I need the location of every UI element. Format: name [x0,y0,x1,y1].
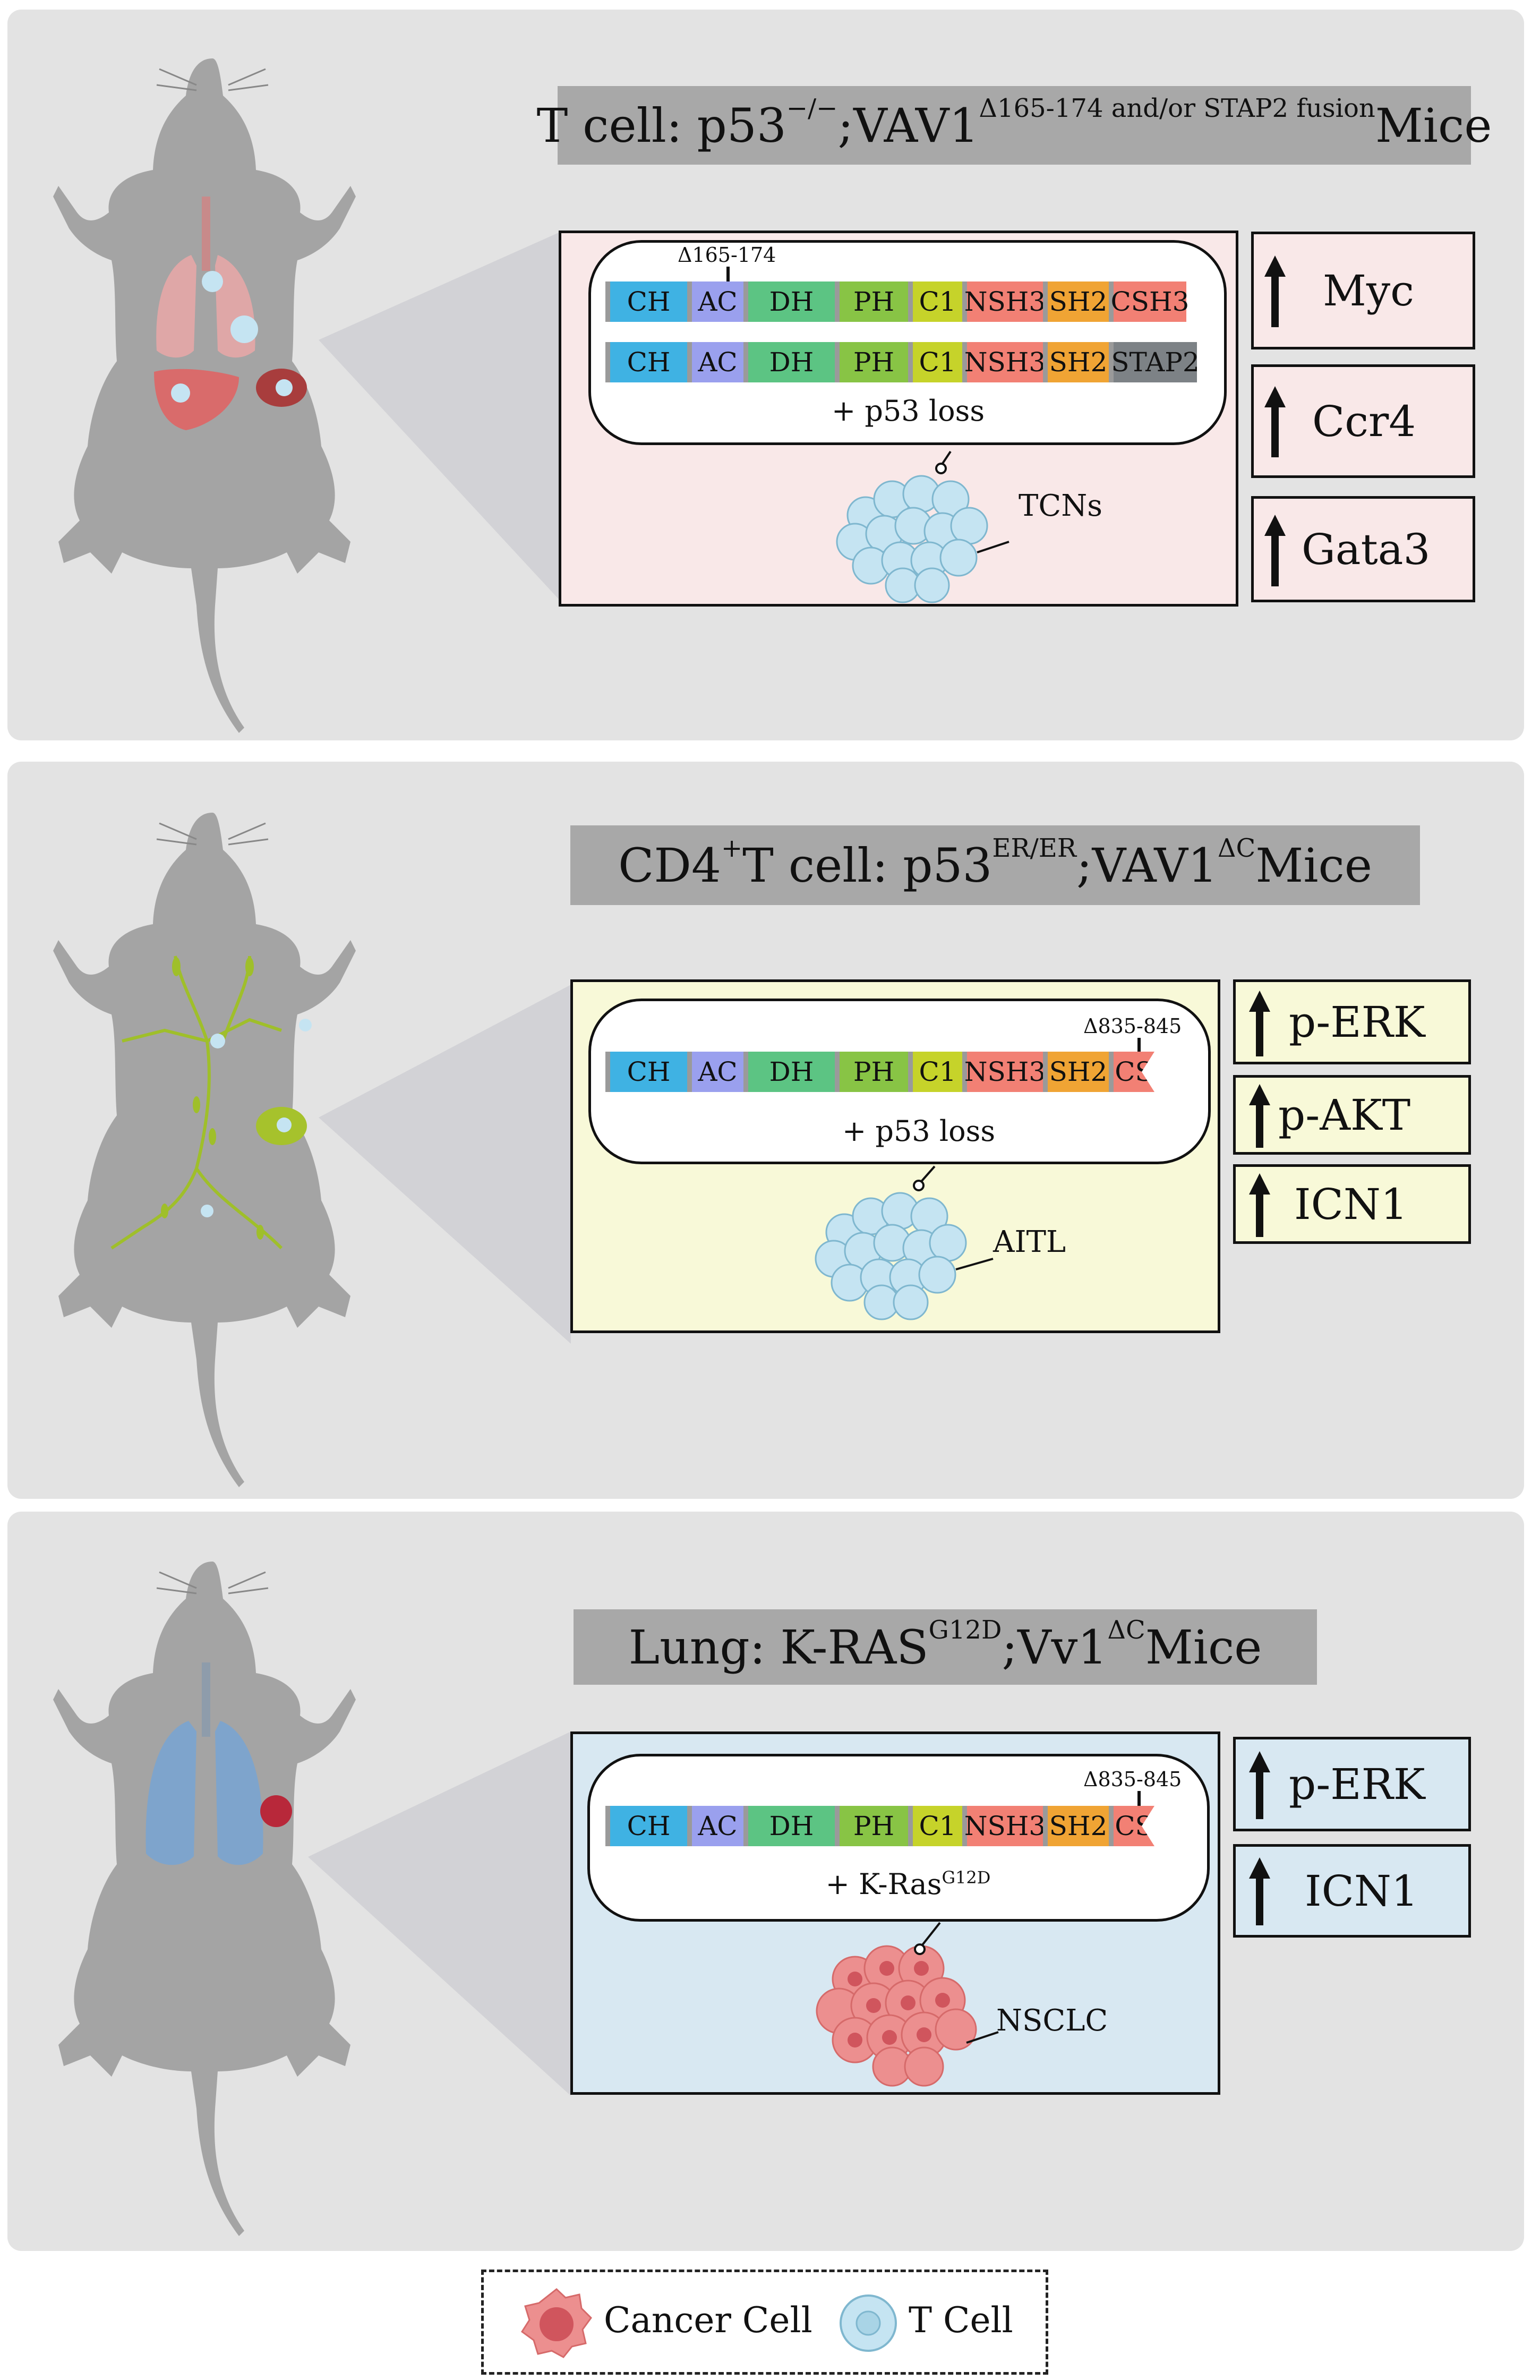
mouse-silhouette-2 [53,813,356,1487]
marker-p-erk-2: p-ERK [1233,979,1471,1064]
marker-icn1-label: ICN1 [1294,1179,1408,1229]
vav1-bar-dc-2: CH AC DH PH C1 NSH3 SH2 CS [605,1052,1154,1092]
domain-cs-truncated: CS [1109,1052,1154,1092]
domain-ch: CH [605,281,687,322]
marker-gata3: Gata3 [1251,496,1475,602]
marker-myc-label: Myc [1323,266,1414,315]
up-arrow-icon [1254,367,1302,475]
up-arrow-icon [1236,1078,1284,1152]
up-arrow-icon [1236,1739,1284,1829]
domain-ch: CH [605,1806,687,1846]
marker-p-erk-label: p-ERK [1289,997,1425,1047]
pill-text-1: + p53 loss [831,394,985,428]
domain-c1: C1 [908,1806,962,1846]
projection-wedge-1 [319,233,559,599]
domain-ac: AC [687,1806,743,1846]
marker-p-erk-label: p-ERK [1289,1759,1425,1809]
domain-ch: CH [605,1052,687,1092]
domain-sh2: SH2 [1043,1052,1109,1092]
tcell-cluster-1 [836,450,1009,603]
deletion-label-2: Δ835-845 [1083,1014,1182,1038]
marker-p-akt-2: p-AKT [1233,1075,1471,1155]
deletion-tick-2 [1137,1038,1141,1056]
marker-icn1-3: ICN1 [1233,1844,1471,1938]
vav1-bar-dc-3: CH AC DH PH C1 NSH3 SH2 CS [605,1806,1154,1846]
projection-wedge-3 [308,1731,571,2096]
deletion-label-1: Δ165-174 [678,243,776,267]
domain-ph: PH [835,1806,908,1846]
domain-c1: C1 [908,1052,962,1092]
vav1-bar-deletion: CH AC DH PH C1 NSH3 SH2 CSH3 [605,281,1189,322]
domain-nsh3: NSH3 [962,1806,1046,1846]
marker-icn1-label: ICN1 [1305,1866,1418,1916]
marker-ccr4-label: Ccr4 [1312,396,1416,446]
domain-ph: PH [835,281,908,322]
domain-ac: AC [687,1052,743,1092]
domain-nsh3: NSH3 [962,281,1046,322]
domain-cs-truncated: CS [1109,1806,1154,1846]
domain-ch: CH [605,342,687,382]
up-arrow-icon [1236,1167,1284,1241]
pill-text-2: + p53 loss [842,1114,996,1148]
domain-ac: AC [687,281,743,322]
up-arrow-icon [1236,1847,1284,1935]
domain-dh: DH [743,342,835,382]
domain-sh2: SH2 [1043,342,1109,382]
legend-cancer-cell-label: Cancer Cell [604,2300,812,2341]
tcell-cluster-2 [815,1165,994,1320]
t-cell-icon [840,2294,897,2352]
pill-text-3: + K-RasG12D [825,1867,991,1901]
up-arrow-icon [1254,234,1302,347]
cluster-label-aitl: AITL [993,1225,1066,1259]
marker-ccr4: Ccr4 [1251,364,1475,478]
domain-c1: C1 [908,281,962,322]
legend: Cancer Cell T Cell [481,2270,1048,2375]
domain-ph: PH [835,342,908,382]
marker-gata3-label: Gata3 [1302,524,1431,574]
deletion-label-3: Δ835-845 [1083,1768,1182,1791]
domain-c1: C1 [908,342,962,382]
domain-ac: AC [687,342,743,382]
deletion-tick-3 [1137,1791,1141,1809]
domain-dh: DH [743,1052,835,1092]
marker-p-erk-3: p-ERK [1233,1737,1471,1831]
vav1-bar-stap2: CH AC DH PH C1 NSH3 SH2 STAP2 [605,342,1200,382]
domain-nsh3: NSH3 [962,342,1046,382]
legend-t-cell-label: T Cell [909,2300,1013,2341]
domain-nsh3: NSH3 [962,1052,1046,1092]
domain-dh: DH [743,1806,835,1846]
cluster-label-nsclc: NSCLC [996,2003,1108,2038]
up-arrow-icon [1254,499,1302,600]
cluster-label-tcns: TCNs [1019,489,1102,523]
mouse-silhouette-3 [53,1562,356,2236]
domain-stap2: STAP2 [1109,342,1200,382]
marker-p-akt-label: p-AKT [1278,1090,1411,1140]
domain-sh2: SH2 [1043,281,1109,322]
projection-wedge-2 [319,985,571,1344]
deletion-tick-1 [726,267,730,287]
cancer-cell-icon [520,2288,592,2358]
domain-csh3: CSH3 [1109,281,1189,322]
up-arrow-icon [1236,982,1284,1062]
cancer-cell-cluster [816,1922,999,2087]
domain-ph: PH [835,1052,908,1092]
domain-sh2: SH2 [1043,1806,1109,1846]
marker-myc: Myc [1251,232,1475,349]
domain-dh: DH [743,281,835,322]
marker-icn1-2: ICN1 [1233,1164,1471,1244]
mouse-silhouette-1 [53,58,356,733]
